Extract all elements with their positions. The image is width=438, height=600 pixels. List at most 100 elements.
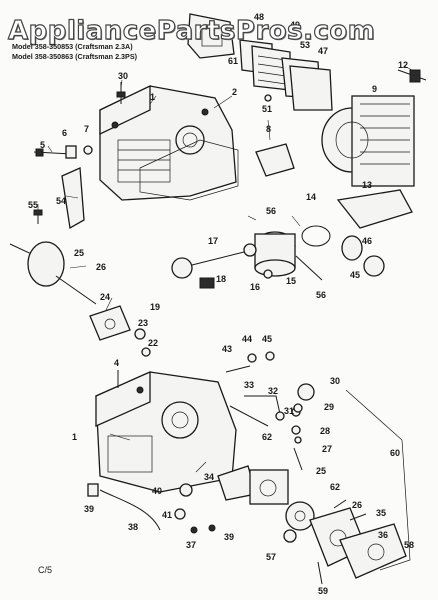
label-60: 62 <box>262 432 272 442</box>
cylinder-9 <box>321 95 415 187</box>
label-62: 62 <box>330 482 340 492</box>
part-6 <box>65 145 77 159</box>
bolt-58 <box>317 561 323 585</box>
label-12: 12 <box>398 60 408 70</box>
clip-31 <box>275 411 285 421</box>
label-59: 60 <box>390 448 400 458</box>
label-20: 22 <box>148 338 158 348</box>
bracket-59 <box>345 389 411 571</box>
label-35: 35 <box>376 508 386 518</box>
gasket-2 <box>139 139 239 201</box>
label-25: 25 <box>316 466 326 476</box>
label-57: 58 <box>404 540 414 550</box>
label-39-right: 39 <box>224 532 234 542</box>
bearing-46 <box>341 235 363 261</box>
label-8: 8 <box>266 124 271 134</box>
label-9: 9 <box>372 84 377 94</box>
gasket-22 <box>89 305 131 341</box>
bracket-53 <box>61 167 85 230</box>
washer-43 <box>247 353 257 363</box>
watermark-logo: AppliancePartsPros.com <box>7 15 376 46</box>
label-27: 27 <box>322 444 332 454</box>
ring-14 <box>301 225 331 247</box>
label-39-left: 39 <box>84 504 94 514</box>
clip-16 <box>263 269 273 279</box>
label-46: 46 <box>362 236 372 246</box>
label-54: 55 <box>28 200 38 210</box>
screw-26 <box>333 499 347 509</box>
label-58: 59 <box>318 586 328 596</box>
label-13: 13 <box>362 180 372 190</box>
label-48: 48 <box>254 12 264 22</box>
washer-21 <box>134 328 146 340</box>
screw-35 <box>349 513 367 521</box>
label-45: 45 <box>350 270 360 280</box>
label-51: 53 <box>300 40 310 50</box>
label-44: 45 <box>262 334 272 344</box>
label-33: 33 <box>244 380 254 390</box>
gear-62 <box>285 501 315 531</box>
model-label-2: Model 358-350863 (Craftsman 2.3PS) <box>12 52 138 61</box>
model-label-1: Model 358-350853 (Craftsman 2.3A) <box>12 42 133 51</box>
part-number-labels: 30 1 2 5 6 7 54 55 48 49 61 53 47 51 9 1… <box>28 12 414 596</box>
label-31: 31 <box>284 406 294 416</box>
nut-20 <box>141 347 151 357</box>
label-7: 7 <box>84 124 89 134</box>
label-40: 40 <box>152 486 162 496</box>
part-29 <box>293 403 303 413</box>
fitting-39 <box>87 483 99 497</box>
nut-44 <box>265 351 275 361</box>
label-17: 17 <box>208 236 218 246</box>
crankshaft-23 <box>9 241 97 305</box>
stud-42 <box>225 365 251 373</box>
pin-55 <box>295 255 323 281</box>
label-38: 38 <box>128 522 138 532</box>
label-1-bottom: 1 <box>72 432 77 442</box>
piston-15 <box>254 231 296 277</box>
screw-50 <box>264 94 272 102</box>
label-28: 28 <box>320 426 330 436</box>
label-23: 25 <box>74 248 84 258</box>
label-55-top: 56 <box>266 206 276 216</box>
label-32: 32 <box>268 386 278 396</box>
screw-54 <box>33 209 43 224</box>
part-27 <box>294 436 302 444</box>
label-5: 5 <box>40 140 45 150</box>
bearing-18 <box>199 277 215 289</box>
label-4: 4 <box>114 358 119 368</box>
cap-30 <box>297 383 315 401</box>
label-21: 23 <box>138 318 148 328</box>
label-14: 14 <box>306 192 316 202</box>
label-22: 24 <box>100 292 110 302</box>
label-2: 2 <box>232 87 237 97</box>
seal-56 <box>283 529 297 543</box>
screw-39b <box>208 524 216 532</box>
label-42: 43 <box>222 344 232 354</box>
grommet-40 <box>179 483 193 497</box>
label-55-bottom: 56 <box>316 290 326 300</box>
label-19: 19 <box>150 302 160 312</box>
cover-57 <box>339 523 407 579</box>
oring-28 <box>291 425 301 435</box>
spark-plug-12 <box>397 69 427 83</box>
label-30: 30 <box>330 376 340 386</box>
fuel-line-38 <box>99 489 161 531</box>
cover-48 <box>187 13 235 59</box>
label-50: 51 <box>262 104 272 114</box>
label-24: 26 <box>96 262 106 272</box>
label-3: 30 <box>118 71 128 81</box>
part-41 <box>174 508 186 520</box>
label-56: 57 <box>266 552 276 562</box>
label-37: 37 <box>186 540 196 550</box>
connecting-rod-17 <box>171 243 257 279</box>
plate-13 <box>336 189 413 229</box>
oil-pump-25 <box>249 469 289 505</box>
label-15: 15 <box>286 276 296 286</box>
label-26: 26 <box>352 500 362 510</box>
spring-26b <box>293 447 303 471</box>
label-36: 36 <box>378 530 388 540</box>
label-61: 61 <box>228 56 238 66</box>
footer-code: C/5 <box>38 565 53 575</box>
crankcase-lower <box>95 370 237 493</box>
